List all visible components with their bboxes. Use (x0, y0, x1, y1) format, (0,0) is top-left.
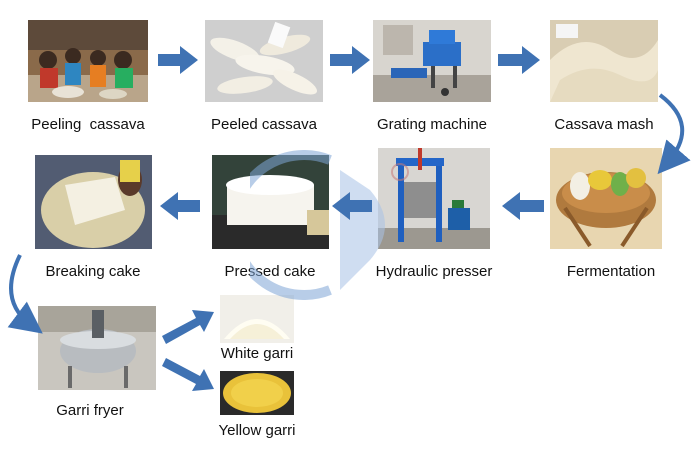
peeled-cassava-photo (205, 20, 323, 102)
hydraulic-presser-photo (378, 148, 490, 249)
arrow-grating-to-mash (498, 46, 540, 74)
pressed-cake-photo (212, 155, 329, 249)
white-garri-photo (220, 295, 294, 343)
grating-machine-photo (373, 20, 491, 102)
label-grating-machine: Grating machine (376, 116, 488, 133)
cassava-mash-photo (550, 20, 658, 102)
garri-fryer-photo (38, 306, 156, 390)
arrow-peeling-to-peeled (158, 46, 198, 74)
label-yellow-garri: Yellow garri (218, 422, 296, 439)
yellow-garri-photo (220, 371, 294, 415)
label-peeled-cassava: Peeled cassava (211, 116, 317, 133)
fermentation-photo (550, 148, 662, 249)
label-hydraulic-presser: Hydraulic presser (375, 263, 493, 280)
arrow-pressed-to-breaking (160, 192, 200, 220)
arrow-fermentation-to-hydraulic (502, 192, 544, 220)
label-breaking-cake: Breaking cake (45, 263, 141, 280)
breaking-cake-photo (35, 155, 152, 249)
label-peeling-cassava: Peeling cassava (31, 116, 145, 133)
label-fermentation: Fermentation (566, 263, 656, 280)
label-white-garri: White garri (220, 345, 294, 362)
watermark-logo (229, 150, 420, 300)
arrow-fryer-to-white (162, 310, 214, 344)
arrow-peeled-to-grating (330, 46, 370, 74)
label-garri-fryer: Garri fryer (56, 402, 124, 419)
label-cassava-mash: Cassava mash (554, 116, 654, 133)
peeling-cassava-photo (28, 20, 148, 102)
